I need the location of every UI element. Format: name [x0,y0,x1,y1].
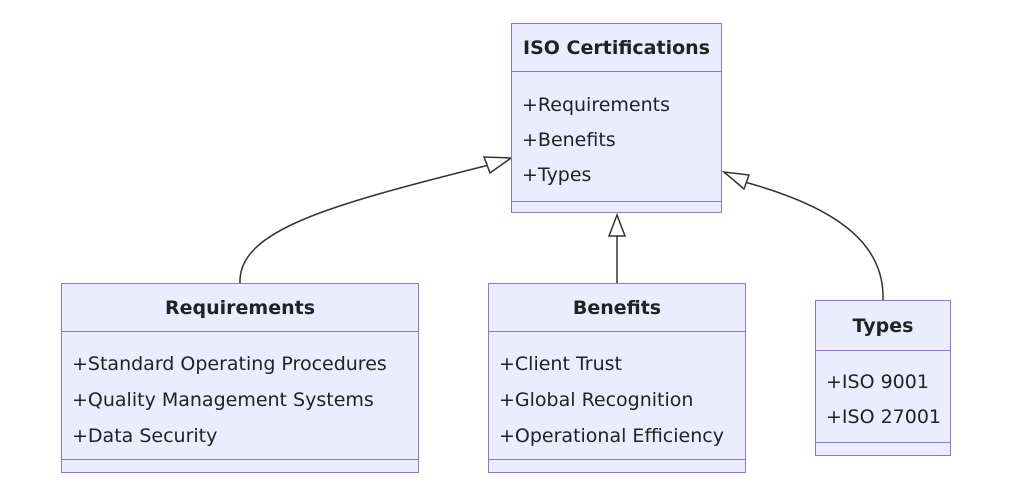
class-requirements[interactable]: Requirements +Standard Operating Procedu… [61,283,419,473]
inheritance-arrowhead-requirements [482,156,514,175]
class-attribute: +Client Trust [499,353,622,375]
class-methods [62,460,418,474]
class-attribute: +Operational Efficiency [499,425,724,447]
class-title: Requirements [62,284,418,332]
class-attribute: +Standard Operating Procedures [72,353,387,375]
class-iso-certifications[interactable]: ISO Certifications +Requirements +Benefi… [511,23,722,213]
class-attributes: +ISO 9001 +ISO 27001 [816,351,950,443]
class-attribute: +Types [522,164,592,186]
class-methods [512,202,721,214]
class-title: ISO Certifications [512,24,721,72]
class-title: Types [816,301,950,351]
class-attributes: +Client Trust +Global Recognition +Opera… [489,332,745,460]
edge-types-to-iso [740,180,884,301]
class-title: Benefits [489,284,745,332]
class-attribute: +Global Recognition [499,389,694,411]
edge-requirements-to-iso [239,164,490,284]
inheritance-arrowhead-benefits [607,212,627,237]
class-attribute: +Benefits [522,129,616,151]
class-methods [816,443,950,457]
class-benefits[interactable]: Benefits +Client Trust +Global Recogniti… [488,283,746,473]
class-attribute: +Data Security [72,425,218,447]
class-attribute: +ISO 27001 [826,406,942,428]
class-attribute: +Quality Management Systems [72,389,374,411]
class-attributes: +Requirements +Benefits +Types [512,72,721,202]
class-attribute: +ISO 9001 [826,371,929,393]
class-attributes: +Standard Operating Procedures +Quality … [62,332,418,460]
class-attribute: +Requirements [522,94,671,116]
class-types[interactable]: Types +ISO 9001 +ISO 27001 [815,300,951,456]
class-methods [489,460,745,474]
inheritance-arrowhead-types [721,170,751,191]
